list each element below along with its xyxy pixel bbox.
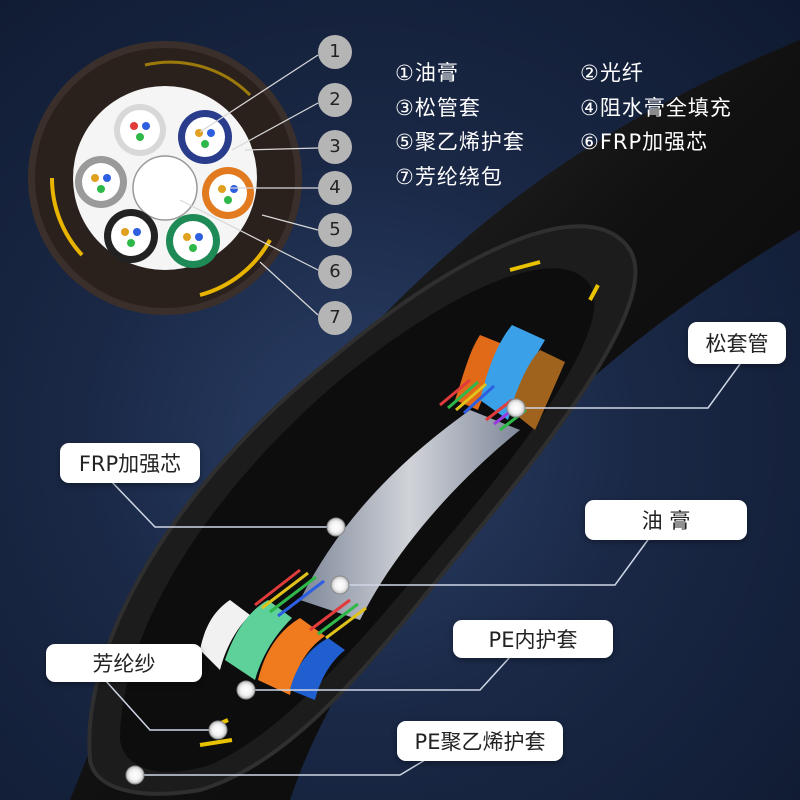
marker-4: 4 (329, 177, 341, 198)
marker-1: 1 (329, 41, 341, 62)
marker-3: 3 (329, 136, 341, 157)
legend-item-7: ⑦芳纶绕包 (395, 165, 503, 189)
cable-cross-section (28, 41, 319, 316)
colored-fibers-top (439, 378, 527, 432)
colored-fibers-bottom (254, 568, 367, 640)
callout-pe-outer: PE聚乙烯护套 (397, 721, 563, 761)
callout-pe-inner: PE内护套 (453, 620, 613, 658)
marker-6: 6 (329, 261, 341, 282)
legend-item-5: ⑤聚乙烯护套 (395, 130, 525, 154)
callout-aramid: 芳纶纱 (46, 644, 202, 682)
legend-item-4: ④阻水膏全填充 (580, 96, 732, 120)
callout-leaders (104, 363, 741, 776)
loose-tube-white-bottom (200, 600, 250, 670)
fiber-bundle (300, 410, 520, 620)
marker-2: 2 (329, 89, 341, 110)
callout-gel: 油 膏 (585, 500, 747, 540)
legend-item-3: ③松管套 (395, 96, 481, 120)
marker-7: 7 (329, 307, 341, 328)
tube-left (75, 156, 127, 208)
callout-frp-core: FRP加强芯 (60, 443, 200, 483)
loose-tube-green-bottom (225, 600, 292, 680)
loose-tube-orange-bottom (258, 618, 325, 695)
tube-top-right (178, 110, 232, 164)
legend-item-2: ②光纤 (580, 61, 644, 85)
loose-tube-blue-bottom (290, 638, 345, 700)
marker-5: 5 (329, 219, 341, 240)
loose-tube-blue-top (480, 325, 545, 420)
tube-bottom-right (166, 214, 220, 268)
legend-item-1: ①油膏 (395, 61, 459, 85)
callout-dots (125, 398, 526, 785)
tube-top-left (114, 104, 166, 156)
number-markers (318, 35, 352, 335)
tube-bottom-left (104, 209, 158, 263)
callout-loose-tube: 松套管 (688, 322, 786, 364)
tube-right (202, 167, 254, 219)
legend-item-6: ⑥FRP加强芯 (580, 130, 709, 154)
aramid-yarn (199, 260, 600, 747)
